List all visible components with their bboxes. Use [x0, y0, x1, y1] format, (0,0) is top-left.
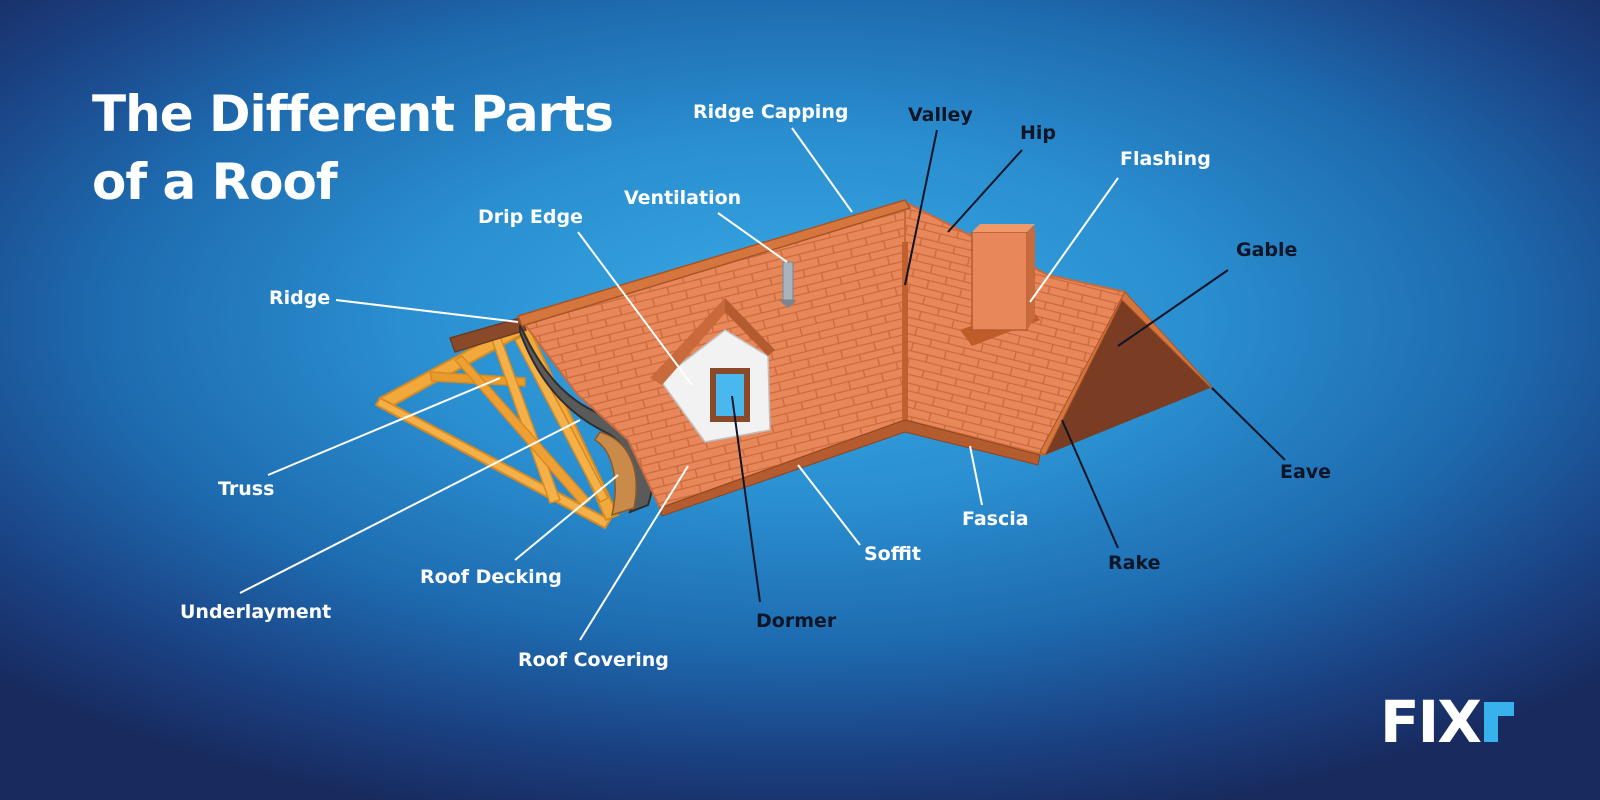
gable-face	[1045, 292, 1210, 455]
leader-lines-dark	[731, 129, 1286, 603]
leader-hip	[947, 149, 1023, 233]
leader-gable	[1117, 269, 1229, 347]
leader-roof-decking	[514, 474, 619, 561]
label-eave: Eave	[1280, 461, 1332, 483]
label-ventilation: Ventilation	[624, 187, 742, 209]
leader-dormer	[731, 395, 761, 603]
label-rake: Rake	[1108, 552, 1161, 574]
leader-roof-covering	[579, 465, 689, 641]
dormer	[650, 298, 775, 443]
title-line-1: The Different Parts	[92, 85, 614, 143]
underlayment-sheet	[519, 324, 654, 514]
label-truss: Truss	[218, 478, 275, 500]
label-gable: Gable	[1236, 239, 1298, 261]
logo-text: FIX	[1380, 690, 1481, 750]
leader-soffit	[797, 464, 861, 546]
label-roof-decking: Roof Decking	[420, 566, 562, 588]
leader-fascia	[969, 445, 983, 506]
label-dormer: Dormer	[756, 610, 837, 632]
label-valley: Valley	[908, 104, 973, 126]
leader-rake	[1061, 419, 1119, 549]
fascia-edge	[659, 419, 1041, 517]
label-roof-covering: Roof Covering	[518, 649, 669, 671]
leader-flashing	[1029, 177, 1119, 303]
label-underlayment: Underlayment	[180, 601, 332, 623]
label-ridge: Ridge	[269, 287, 331, 309]
chimney	[960, 224, 1040, 346]
leader-ridge-capping	[791, 127, 853, 213]
leader-underlayment	[239, 419, 581, 594]
label-flashing: Flashing	[1120, 148, 1211, 170]
leader-lines-light	[239, 127, 1119, 641]
leader-drip-edge	[577, 231, 693, 386]
leader-truss	[267, 377, 501, 476]
decking-sheet	[593, 431, 637, 517]
leader-ventilation	[717, 212, 788, 263]
leader-ridge	[335, 299, 519, 323]
label-soffit: Soffit	[864, 543, 922, 565]
label-hip: Hip	[1020, 122, 1057, 144]
rake-board	[1039, 291, 1216, 456]
page-title: The Different Parts of a Roof	[92, 80, 614, 216]
ridge-cap	[516, 199, 912, 327]
title-line-2: of a Roof	[92, 153, 338, 211]
fixr-logo: FIX	[1380, 690, 1514, 750]
label-ridge-capping: Ridge Capping	[693, 101, 849, 123]
vent-pipe	[779, 261, 797, 308]
label-drip-edge: Drip Edge	[478, 206, 583, 228]
logo-r-mark	[1484, 702, 1514, 742]
leader-eave	[1211, 387, 1286, 461]
label-fascia: Fascia	[962, 508, 1029, 530]
leader-valley	[904, 129, 938, 286]
